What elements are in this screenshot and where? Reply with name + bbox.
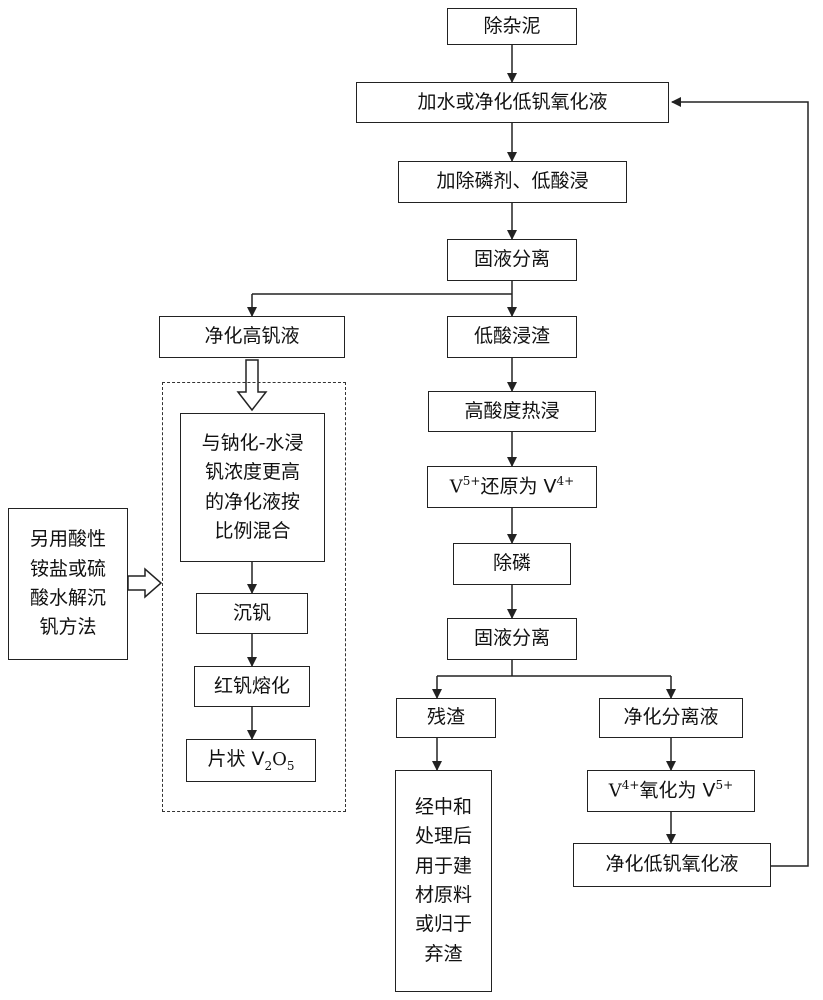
node-alternative-method: 另用酸性 铵盐或硫 酸水解沉 钒方法: [8, 508, 128, 660]
alt-line-4: 钒方法: [39, 616, 97, 639]
node-purified-high-v-label: 净化高钒液: [204, 325, 300, 348]
node-purified-low-v-oxidized: 净化低钒氧化液: [573, 843, 771, 887]
node-low-acid-residue-label: 低酸浸渣: [473, 325, 550, 348]
node-dephos: 除磷: [453, 543, 571, 585]
recycle-loop-line: [671, 97, 809, 867]
mix-line-1: 与钠化-水浸: [201, 431, 304, 454]
node-reduce-v5-to-v4: V5+还原为 V4+: [427, 466, 597, 508]
node-add-water: 加水或净化低钒氧化液: [356, 82, 669, 123]
node-precip-v-label: 沉钒: [232, 601, 271, 624]
flake-sub-1: 2: [264, 758, 273, 773]
mix-line-2: 钒浓度更高: [204, 461, 300, 484]
node-add-water-label: 加水或净化低钒氧化液: [417, 90, 608, 113]
hollow-arrow-down: [236, 359, 268, 412]
node-precip-v: 沉钒: [196, 593, 308, 634]
node-purified-sep-liquid-label: 净化分离液: [623, 706, 719, 729]
node-solid-liquid-2-label: 固液分离: [473, 627, 550, 650]
node-solid-liquid-2: 固液分离: [447, 618, 577, 660]
neutral-line-1: 经中和: [414, 795, 472, 818]
alt-line-3: 酸水解沉: [29, 587, 106, 609]
oxidize-v-symbol: V: [608, 780, 622, 802]
node-red-v-melt: 红钒熔化: [194, 666, 310, 707]
node-low-acid-residue: 低酸浸渣: [447, 316, 577, 358]
flake-o-symbol: O: [272, 748, 287, 770]
node-residue: 残渣: [396, 698, 496, 738]
node-oxidize-v4-to-v5: V4+氧化为 V5+: [587, 770, 755, 812]
alt-line-1: 另用酸性: [29, 528, 106, 551]
reduce-sup-1: 5+: [462, 474, 481, 489]
node-solid-liquid-1-label: 固液分离: [473, 248, 550, 271]
node-flake-v2o5: 片状 V2O5: [186, 739, 316, 782]
node-high-acid-hot-leach-label: 高酸度热浸: [464, 399, 560, 422]
node-residue-label: 残渣: [426, 706, 465, 729]
node-purified-high-v: 净化高钒液: [159, 316, 345, 358]
node-dephos-label: 除磷: [492, 552, 531, 575]
node-remove-mud: 除杂泥: [447, 8, 577, 45]
node-red-v-melt-label: 红钒熔化: [213, 674, 290, 697]
oxidize-sup-1: 4+: [621, 778, 640, 793]
reduce-mid-text: 还原为 V: [480, 475, 557, 498]
mix-line-3: 的净化液按: [204, 490, 300, 513]
oxidize-sup-2: 5+: [715, 778, 734, 793]
node-dephos-low-acid-label: 加除磷剂、低酸浸: [436, 170, 589, 193]
neutral-line-5: 或归于: [414, 913, 472, 936]
node-purified-sep-liquid: 净化分离液: [599, 698, 743, 738]
neutral-line-6: 弃渣: [424, 942, 463, 965]
node-reduce-label: V5+还原为 V4+: [450, 474, 574, 499]
alt-line-2: 铵盐或硫: [29, 557, 106, 580]
oxidize-mid-text: 氧化为 V: [639, 779, 716, 802]
neutral-line-4: 材原料: [414, 884, 472, 906]
node-high-acid-hot-leach: 高酸度热浸: [428, 391, 596, 432]
flake-pre-text: 片状 V: [207, 747, 265, 770]
hollow-arrow-right: [127, 567, 163, 599]
node-purified-low-v-oxidized-label: 净化低钒氧化液: [605, 853, 739, 876]
node-mix-proportional: 与钠化-水浸 钒浓度更高 的净化液按 比例混合: [180, 413, 325, 562]
neutral-line-3: 用于建: [414, 854, 472, 877]
dashed-group-region: [162, 382, 346, 812]
node-dephos-low-acid: 加除磷剂、低酸浸: [398, 161, 627, 203]
neutral-line-2: 处理后: [414, 825, 472, 848]
flake-sub-2: 5: [286, 758, 295, 773]
node-flake-label: 片状 V2O5: [207, 748, 294, 774]
reduce-sup-2: 4+: [556, 474, 575, 489]
node-neutralize-use: 经中和 处理后 用于建 材原料 或归于 弃渣: [395, 770, 492, 992]
node-solid-liquid-1: 固液分离: [447, 239, 577, 281]
node-remove-mud-label: 除杂泥: [483, 14, 541, 37]
node-oxidize-label: V4+氧化为 V5+: [609, 778, 733, 803]
mix-line-4: 比例混合: [214, 519, 291, 542]
reduce-v-symbol: V: [449, 476, 463, 498]
